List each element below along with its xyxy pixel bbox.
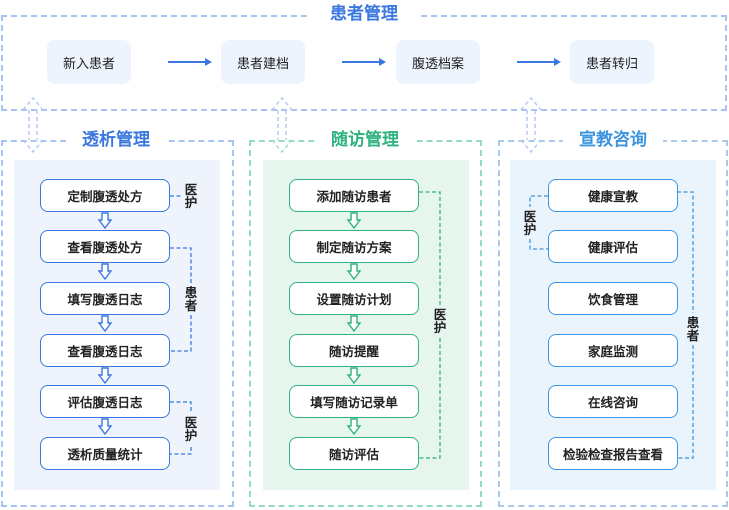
dialysis-step[interactable]: 查看腹透处方 [40,230,170,263]
dialysis-step[interactable]: 评估腹透日志 [40,385,170,418]
role-label-medical: 医护 [184,182,198,210]
down-arrow-icon [346,263,362,281]
dialysis-management-panel [14,160,220,490]
dialysis-step[interactable]: 定制腹透处方 [40,179,170,212]
down-arrow-icon [346,418,362,436]
followup-step[interactable]: 设置随访计划 [289,282,419,315]
down-arrow-icon [97,315,113,333]
education-step[interactable]: 在线咨询 [548,385,678,418]
patient-management-title: 患者管理 [310,3,418,25]
role-label-medical: 医护 [184,415,198,443]
education-step[interactable]: 健康宣教 [548,179,678,212]
dialysis-management-title: 透析管理 [66,129,166,151]
followup-management-title: 随访管理 [315,129,415,151]
down-arrow-icon [97,212,113,230]
step-new-patient[interactable]: 新入患者 [47,40,131,84]
down-arrow-icon [97,263,113,281]
role-label-medical: 医护 [433,307,447,335]
double-arrow-icon [271,96,293,154]
education-step[interactable]: 检验检查报告查看 [548,437,678,470]
dialysis-step[interactable]: 透析质量统计 [40,437,170,470]
down-arrow-icon [346,212,362,230]
followup-step[interactable]: 随访提醒 [289,334,419,367]
step-pd-archive[interactable]: 腹透档案 [396,40,480,84]
dialysis-step[interactable]: 查看腹透日志 [40,334,170,367]
followup-management-panel [263,160,469,490]
down-arrow-icon [346,367,362,385]
followup-step[interactable]: 制定随访方案 [289,230,419,263]
education-step[interactable]: 健康评估 [548,230,678,263]
role-label-medical: 医护 [523,209,537,237]
followup-step[interactable]: 随访评估 [289,437,419,470]
down-arrow-icon [97,418,113,436]
double-arrow-icon [22,96,44,154]
role-bracket [419,191,441,459]
dialysis-step[interactable]: 填写腹透日志 [40,282,170,315]
role-bracket [170,401,192,455]
role-bracket [170,247,192,352]
education-consulting-title: 宣教咨询 [563,129,663,151]
followup-step[interactable]: 添加随访患者 [289,179,419,212]
education-step[interactable]: 饮食管理 [548,282,678,315]
step-patient-record[interactable]: 患者建档 [221,40,305,84]
double-arrow-icon [520,96,542,154]
role-bracket [529,195,548,250]
step-patient-outcome[interactable]: 患者转归 [570,40,654,84]
education-step[interactable]: 家庭监测 [548,334,678,367]
role-label-patient: 患者 [686,315,700,343]
education-consulting-panel [510,160,716,490]
role-label-patient: 患者 [184,285,198,313]
down-arrow-icon [97,367,113,385]
flow-arrow [168,58,561,66]
down-arrow-icon [346,315,362,333]
followup-step[interactable]: 填写随访记录单 [289,385,419,418]
role-bracket [677,191,694,459]
